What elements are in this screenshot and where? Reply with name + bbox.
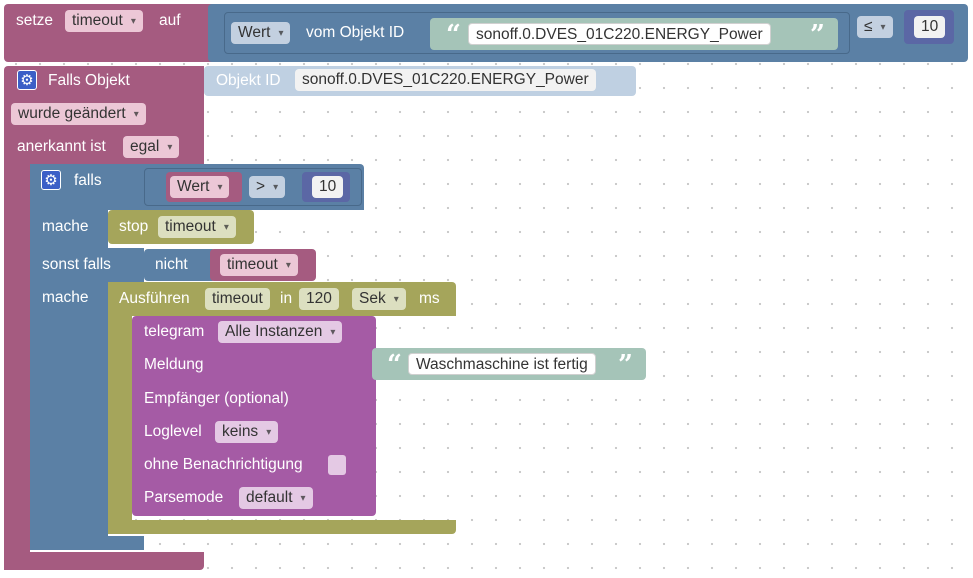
set-variable-dropdown[interactable]: timeout bbox=[65, 10, 143, 32]
delay-field[interactable]: 120 bbox=[299, 288, 339, 310]
exec-label: Ausführen bbox=[119, 290, 190, 307]
close-quote-icon: ” bbox=[810, 20, 825, 50]
recipient-label: Empfänger (optional) bbox=[144, 390, 289, 407]
changed-dropdown[interactable]: wurde geändert bbox=[11, 103, 146, 125]
not-variable-dropdown[interactable]: timeout bbox=[220, 254, 298, 276]
object-id-text[interactable]: sonoff.0.DVES_01C220.ENERGY_Power bbox=[468, 23, 771, 45]
condition-number-field[interactable]: 10 bbox=[312, 176, 344, 198]
if-label: falls bbox=[74, 172, 102, 189]
parsemode-label: Parsemode bbox=[144, 489, 224, 506]
gear-icon[interactable]: ⚙ bbox=[17, 70, 37, 90]
stop-variable-dropdown[interactable]: timeout bbox=[158, 216, 236, 238]
object-id-field[interactable]: sonoff.0.DVES_01C220.ENERGY_Power bbox=[295, 69, 596, 91]
in-label: in bbox=[280, 290, 293, 307]
do-label: mache bbox=[42, 218, 89, 235]
of-object-label: vom Objekt ID bbox=[306, 24, 405, 41]
ms-label: ms bbox=[419, 290, 440, 307]
loglevel-dropdown[interactable]: keins bbox=[215, 421, 279, 443]
gear-icon[interactable]: ⚙ bbox=[41, 170, 61, 190]
timeout-block-bottom bbox=[108, 520, 456, 534]
do2-label: mache bbox=[42, 289, 89, 306]
value-attribute-dropdown[interactable]: Wert bbox=[231, 22, 291, 44]
loglevel-label: Loglevel bbox=[144, 423, 202, 440]
timeout-block-left-bar bbox=[108, 282, 132, 534]
if-block-bottom bbox=[30, 536, 144, 550]
unit-dropdown[interactable]: Sek bbox=[352, 288, 406, 310]
timeout-name-field[interactable]: timeout bbox=[205, 288, 270, 310]
parsemode-dropdown[interactable]: default bbox=[239, 487, 313, 509]
stop-label: stop bbox=[119, 218, 149, 235]
not-block[interactable] bbox=[144, 249, 216, 281]
telegram-block[interactable] bbox=[132, 316, 376, 516]
open-quote-icon: “ bbox=[387, 350, 402, 380]
not-label: nicht bbox=[155, 256, 188, 273]
elseif-label: sonst falls bbox=[42, 256, 111, 273]
compare-operator-dropdown[interactable]: ≤ bbox=[857, 16, 893, 38]
condition-attribute-dropdown[interactable]: Wert bbox=[170, 176, 230, 198]
condition-operator-dropdown[interactable]: > bbox=[249, 176, 286, 198]
instance-dropdown[interactable]: Alle Instanzen bbox=[218, 321, 343, 343]
if-block-elseif-row bbox=[30, 248, 144, 282]
number-field[interactable]: 10 bbox=[914, 16, 946, 38]
set-label: setze bbox=[16, 12, 54, 29]
to-label: auf bbox=[159, 12, 181, 29]
open-quote-icon: “ bbox=[446, 20, 461, 50]
close-quote-icon: ” bbox=[618, 350, 633, 380]
ack-dropdown[interactable]: egal bbox=[123, 136, 180, 158]
if-block-left-bar bbox=[30, 164, 108, 550]
object-id-label: Objekt ID bbox=[216, 72, 281, 89]
silent-checkbox[interactable] bbox=[328, 455, 346, 475]
telegram-title: telegram bbox=[144, 323, 205, 340]
trigger-title: Falls Objekt bbox=[48, 72, 130, 89]
trigger-block-bottom bbox=[4, 552, 204, 570]
message-text-field[interactable]: Waschmaschine ist fertig bbox=[408, 353, 596, 375]
ack-label: anerkannt ist bbox=[17, 138, 106, 155]
trigger-block-left-bar bbox=[4, 164, 30, 570]
message-label: Meldung bbox=[144, 356, 204, 373]
silent-label: ohne Benachrichtigung bbox=[144, 456, 303, 473]
